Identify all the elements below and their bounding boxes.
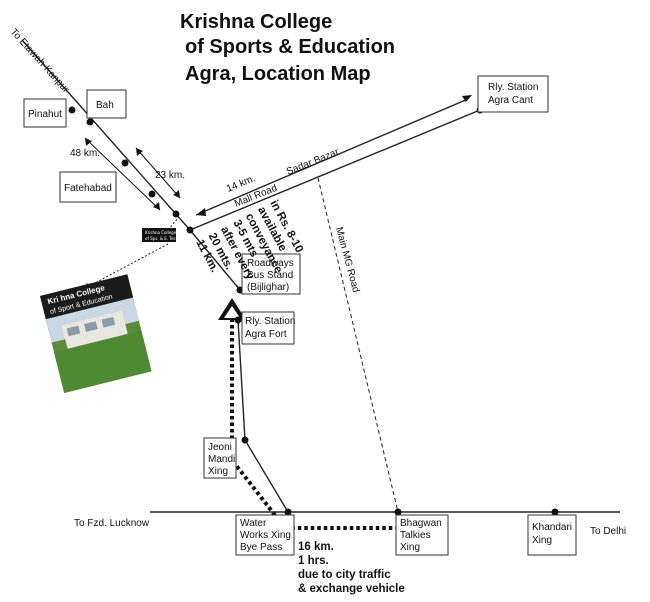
node-bhagwan-talkies bbox=[394, 508, 402, 516]
label-bah: Bah bbox=[96, 100, 114, 111]
label-bhagwan-1: Bhagwan bbox=[400, 518, 442, 529]
distance-48-arrowhead-a bbox=[85, 138, 92, 146]
distance-48-arrowhead-b bbox=[153, 202, 160, 210]
map-title-line-2: of Sports & Education bbox=[185, 36, 395, 58]
road-mall-road bbox=[189, 109, 481, 231]
label-sadar-bazar: Sadar Bazar bbox=[285, 147, 341, 178]
route-arrowhead-inner bbox=[224, 306, 240, 318]
label-khandari-2: Xing bbox=[532, 535, 552, 546]
arrow-agra-cant bbox=[462, 95, 472, 102]
box-jeoni-mandi bbox=[203, 437, 237, 479]
box-roadways bbox=[241, 253, 301, 295]
label-distance-48: 48 km. bbox=[70, 148, 100, 159]
label-agra-cant-2: Agra Cant bbox=[488, 95, 533, 106]
node-pinahut bbox=[68, 106, 76, 114]
label-jeoni-3: Xing bbox=[208, 466, 228, 477]
route-note-line-3: due to city traffic bbox=[298, 569, 391, 581]
college-marker-line-1: Krishna College bbox=[145, 230, 177, 235]
label-pinahut: Pinahut bbox=[28, 109, 62, 120]
node-water-works bbox=[284, 508, 292, 516]
label-roadways-2: Bus Stand bbox=[247, 270, 293, 281]
box-agra-fort bbox=[241, 311, 295, 345]
label-roadways-1: Roadways bbox=[247, 258, 294, 269]
box-bah bbox=[86, 89, 127, 119]
label-water-works-1: Water bbox=[240, 518, 267, 529]
box-water-works bbox=[235, 514, 295, 556]
node-bah bbox=[86, 118, 94, 126]
road-etawah-kanpur bbox=[21, 39, 191, 231]
college-marker-line-2: of Sps. & E. Tech. bbox=[145, 236, 180, 241]
label-delhi: To Delhi bbox=[590, 526, 626, 537]
route-note-line-4: & exchange vehicle bbox=[298, 583, 405, 595]
label-fatehabad: Fatehabad bbox=[64, 183, 112, 194]
node-fatehabad bbox=[121, 159, 129, 167]
road-main-mg-road bbox=[317, 177, 399, 513]
conveyance-note: 11 km. 20 mts. after every 3-5 mts conve… bbox=[193, 198, 305, 282]
distance-23-arrowhead-a bbox=[136, 148, 143, 156]
label-agra-fort-1: Rly. Station bbox=[245, 316, 295, 327]
college-marker bbox=[142, 228, 176, 242]
node-khandari bbox=[551, 508, 559, 516]
road-fort-to-jeoni bbox=[237, 319, 246, 441]
box-fatehabad bbox=[59, 171, 117, 203]
label-bhagwan-3: Xing bbox=[400, 542, 420, 553]
node-agra-fort bbox=[234, 316, 242, 324]
node-mall-road-junction bbox=[186, 226, 194, 234]
route-note-line-1: 16 km. bbox=[298, 541, 334, 553]
box-agra-cant bbox=[477, 75, 549, 113]
node-jeoni-mandi bbox=[241, 436, 249, 444]
label-jeoni-2: Mandi bbox=[208, 454, 235, 465]
label-jeoni-1: Jeoni bbox=[208, 442, 232, 453]
label-bhagwan-2: Talkies bbox=[400, 530, 431, 541]
label-etawah-kanpur: To Etawah-Kanpur bbox=[8, 27, 72, 96]
label-water-works-3: Bye Pass bbox=[240, 542, 282, 553]
college-photo: Kri hna College of Sport & Education bbox=[40, 274, 152, 394]
label-distance-23: 23 km. bbox=[155, 170, 185, 181]
label-roadways-3: (Bijlighar) bbox=[247, 282, 289, 293]
label-fzd-lucknow: To Fzd. Lucknow bbox=[74, 518, 150, 529]
map-title-line-3: Agra, Location Map bbox=[185, 63, 371, 85]
distance-48-arrow bbox=[84, 137, 161, 211]
route-note-line-2: 1 hrs. bbox=[298, 555, 329, 567]
label-khandari-1: Khandari bbox=[532, 522, 572, 533]
box-khandari bbox=[527, 514, 577, 556]
distance-23-arrow bbox=[135, 147, 181, 199]
mall-road-arrow-line bbox=[195, 98, 469, 216]
label-water-works-2: Works Xing bbox=[240, 530, 291, 541]
distance-23-arrowhead-b bbox=[173, 190, 180, 198]
box-bhagwan-talkies bbox=[395, 514, 449, 556]
box-pinahut bbox=[23, 98, 67, 128]
road-college-to-roadways bbox=[189, 229, 241, 291]
node-college-junction bbox=[172, 210, 180, 218]
road-jeoni-to-waterworks bbox=[244, 439, 289, 513]
arrow-mall-road-west bbox=[196, 208, 206, 216]
dotted-marker-to-road bbox=[167, 217, 179, 231]
label-agra-fort-2: Agra Fort bbox=[245, 329, 287, 340]
map-title-line-1: Krishna College bbox=[180, 11, 332, 33]
label-agra-cant-1: Rly. Station bbox=[488, 82, 538, 93]
node-midway bbox=[148, 190, 156, 198]
